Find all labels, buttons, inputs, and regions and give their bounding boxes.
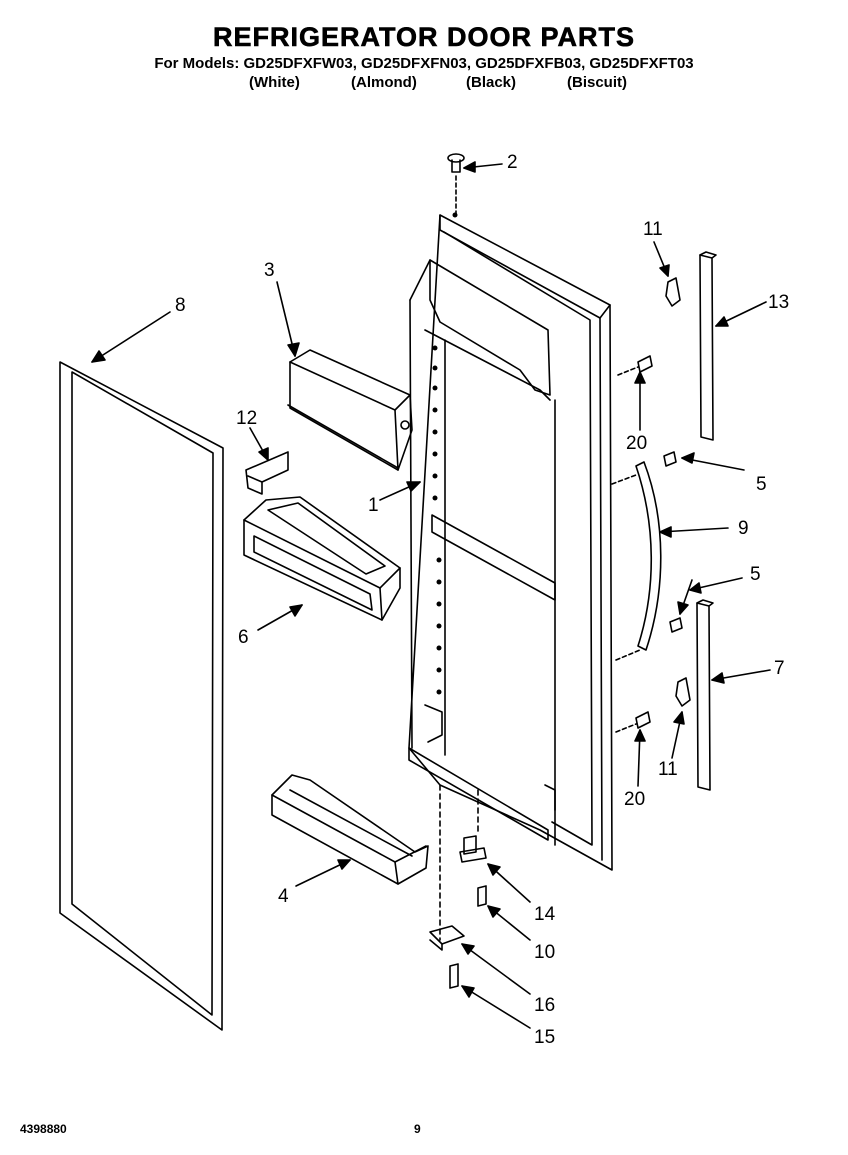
callout-5-upper: 5	[756, 474, 767, 495]
variant-white: (White)	[249, 74, 300, 91]
door-bin	[243, 496, 401, 621]
callout-numbers: 2 11 3 13 8 20 12 5 1 9 5 6 7 11 20 4 14…	[175, 152, 789, 1048]
door-rail	[271, 774, 429, 885]
callout-7: 7	[774, 658, 785, 679]
top-hinge-pin	[447, 153, 465, 216]
lower-trim-strip	[696, 599, 714, 791]
door-clip	[245, 451, 289, 495]
page-title: REFRIGERATOR DOOR PARTS	[212, 22, 635, 53]
callout-13: 13	[768, 292, 789, 313]
callout-12: 12	[236, 408, 257, 429]
refrigerator-door	[408, 214, 613, 871]
screw-lower	[615, 711, 651, 733]
model-list: For Models: GD25DFXFW03, GD25DFXFN03, GD…	[154, 55, 694, 72]
variant-biscuit: (Biscuit)	[567, 74, 627, 91]
callout-14: 14	[534, 904, 556, 925]
trim-clip-lower	[675, 677, 691, 707]
handle-screw-upper	[663, 451, 677, 467]
callout-10: 10	[534, 942, 555, 963]
hinge-bottom-screw	[449, 963, 459, 989]
door-liner-holes	[432, 212, 458, 695]
callout-3: 3	[264, 260, 275, 281]
callout-4: 4	[278, 886, 289, 907]
page-number: 9	[414, 1122, 421, 1136]
callout-15: 15	[534, 1027, 555, 1048]
callout-11-lower: 11	[658, 759, 678, 780]
hinge-screw	[477, 885, 487, 907]
callout-6: 6	[238, 627, 249, 648]
door-gasket	[59, 361, 224, 1031]
bottom-hinge	[429, 925, 465, 951]
upper-trim-strip	[699, 251, 717, 441]
door-handle	[611, 461, 662, 661]
document-number: 4398880	[20, 1122, 67, 1136]
callout-2: 2	[507, 152, 518, 173]
callout-1: 1	[368, 495, 379, 516]
callout-11-upper: 11	[643, 219, 663, 240]
leader-lines	[91, 161, 771, 1029]
callout-20-lower: 20	[624, 789, 645, 810]
callout-9: 9	[738, 518, 749, 539]
callout-8: 8	[175, 295, 186, 316]
handle-screw-lower	[669, 617, 683, 633]
dairy-compartment-door	[287, 349, 413, 471]
callout-20-upper: 20	[626, 433, 647, 454]
screw-upper	[617, 355, 653, 376]
callout-16: 16	[534, 995, 555, 1016]
variant-almond: (Almond)	[351, 74, 417, 91]
hinge-bushing	[439, 784, 487, 941]
variant-black: (Black)	[466, 74, 517, 91]
trim-clip-upper	[665, 277, 681, 307]
callout-5-lower: 5	[750, 564, 761, 585]
